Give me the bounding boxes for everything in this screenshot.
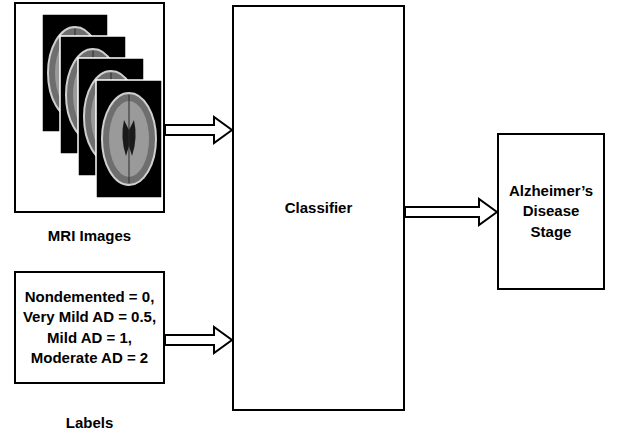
box-outline: Alzheimer’s Disease Stage [497,133,605,290]
label-input-box: Nondemented = 0,Very Mild AD = 0.5,Mild … [14,271,165,431]
box-text: Moderate AD = 2 [31,348,148,368]
box-text: Nondemented = 0, [25,287,155,307]
box-text: Alzheimer’s Disease Stage [506,181,596,242]
block-arrow [405,199,497,225]
box-text: Very Mild AD = 0.5, [23,307,156,327]
box-outline: Classifier [232,5,405,411]
box-text: Classifier [285,198,353,218]
block-arrow [165,117,232,143]
box-caption: MRI Images [14,227,165,244]
output-box: Alzheimer’s Disease Stage [497,133,605,290]
box-outline [14,2,165,213]
box-caption: Labels [14,414,165,431]
mri-slices-illustration [16,4,163,211]
image-input-box: MRI Images [14,2,165,244]
box-text: Mild AD = 1, [47,328,132,348]
box-outline: Nondemented = 0,Very Mild AD = 0.5,Mild … [14,271,165,384]
classifier-box: Classifier [232,5,405,411]
block-arrow [165,327,232,353]
